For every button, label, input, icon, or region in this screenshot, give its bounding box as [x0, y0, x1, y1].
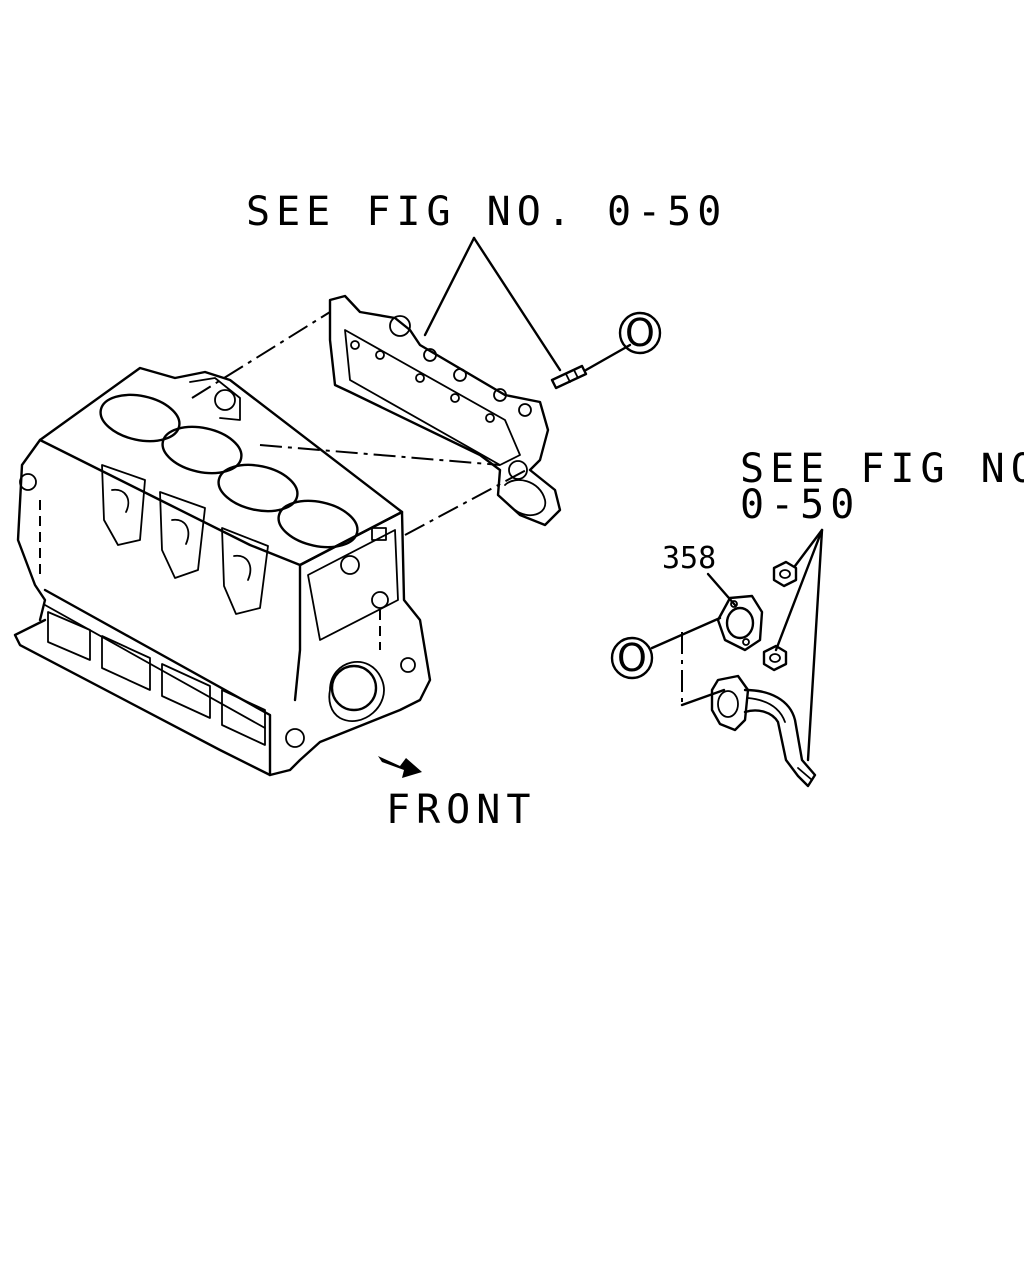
- see-fig-right-label-line1: SEE FIG NO.: [740, 446, 1024, 492]
- dowel-pin: [550, 343, 632, 390]
- ref-circle-top-label: O: [625, 311, 655, 355]
- side-cover-gasket: [328, 294, 562, 527]
- front-arrow-icon: [378, 756, 422, 778]
- see-fig-right-label-line2: 0-50: [740, 482, 860, 528]
- water-pipe: [710, 674, 817, 788]
- see-fig-top-leaders: [423, 236, 562, 372]
- alignment-lines-right: [650, 616, 726, 707]
- gasket-358: [716, 594, 764, 652]
- see-fig-top-label: SEE FIG NO. 0-50: [246, 189, 727, 235]
- ref-circle-right-label: O: [617, 636, 647, 680]
- part-358-label: 358: [662, 541, 716, 576]
- alignment-lines-top: [191, 311, 531, 536]
- nut-upper: [772, 560, 798, 588]
- ref-circle-right: O: [610, 636, 654, 680]
- engine-block: [13, 366, 432, 777]
- nut-lower: [762, 644, 788, 672]
- front-label: FRONT: [386, 787, 536, 833]
- see-fig-right-leaders: [774, 528, 824, 762]
- ref-circle-top: O: [618, 311, 662, 355]
